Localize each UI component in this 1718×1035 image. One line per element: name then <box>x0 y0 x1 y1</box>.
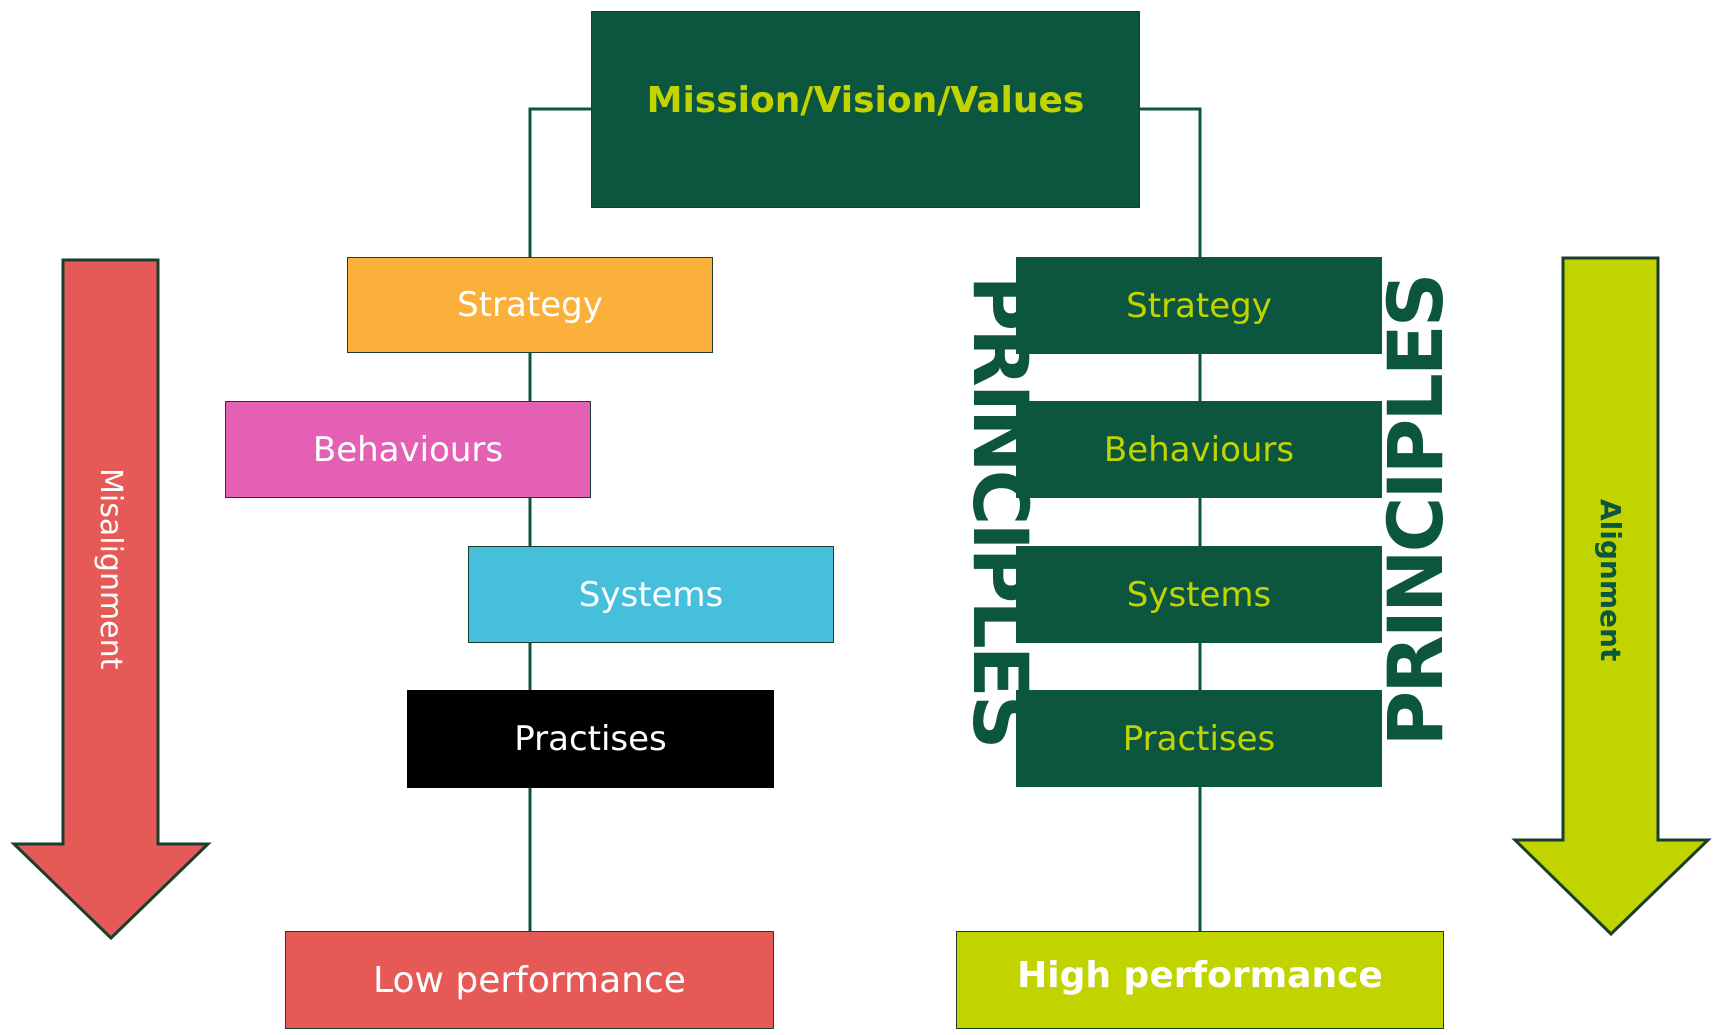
alignment-label-wrap: Alignment <box>1590 499 1630 661</box>
right-systems-label: Systems <box>1126 574 1272 615</box>
connector-right-trunk <box>1140 107 1202 935</box>
left-behaviours-box: Behaviours <box>225 401 591 498</box>
left-practises-box: Practises <box>407 690 774 788</box>
right-strategy-box: Strategy <box>1016 257 1382 354</box>
misalignment-arrow <box>10 258 212 941</box>
mission-vision-values-box: Mission/Vision/Values <box>591 11 1140 208</box>
misalignment-label-wrap: Misalignment <box>90 468 130 670</box>
low-performance-box: Low performance <box>285 931 774 1029</box>
principles-right-pillar: PRINCIPLES <box>1371 251 1460 771</box>
high-performance-box: High performance <box>956 931 1444 1029</box>
right-systems-box: Systems <box>1016 546 1382 643</box>
right-strategy-label: Strategy <box>1126 285 1272 326</box>
left-behaviours-label: Behaviours <box>312 429 504 470</box>
left-practises-label: Practises <box>514 719 667 759</box>
alignment-label: Alignment <box>1594 499 1627 662</box>
principles-right-label: PRINCIPLES <box>1371 275 1460 747</box>
left-systems-label: Systems <box>578 574 724 615</box>
left-strategy-label: Strategy <box>457 285 603 325</box>
right-practises-box: Practises <box>1016 690 1382 787</box>
high-performance-label: High performance <box>1017 954 1383 996</box>
mission-vision-values-label: Mission/Vision/Values <box>646 80 1085 121</box>
right-practises-label: Practises <box>1122 718 1276 759</box>
alignment-arrow <box>1511 256 1712 937</box>
misalignment-label: Misalignment <box>93 468 128 670</box>
left-strategy-box: Strategy <box>347 257 713 353</box>
right-behaviours-box: Behaviours <box>1016 401 1382 498</box>
connector-left-trunk <box>528 107 592 935</box>
low-performance-label: Low performance <box>373 959 686 1001</box>
right-behaviours-label: Behaviours <box>1103 429 1295 470</box>
principles-left-label: PRINCIPLES <box>956 275 1045 747</box>
left-systems-box: Systems <box>468 546 834 643</box>
principles-left-pillar: PRINCIPLES <box>956 251 1045 771</box>
